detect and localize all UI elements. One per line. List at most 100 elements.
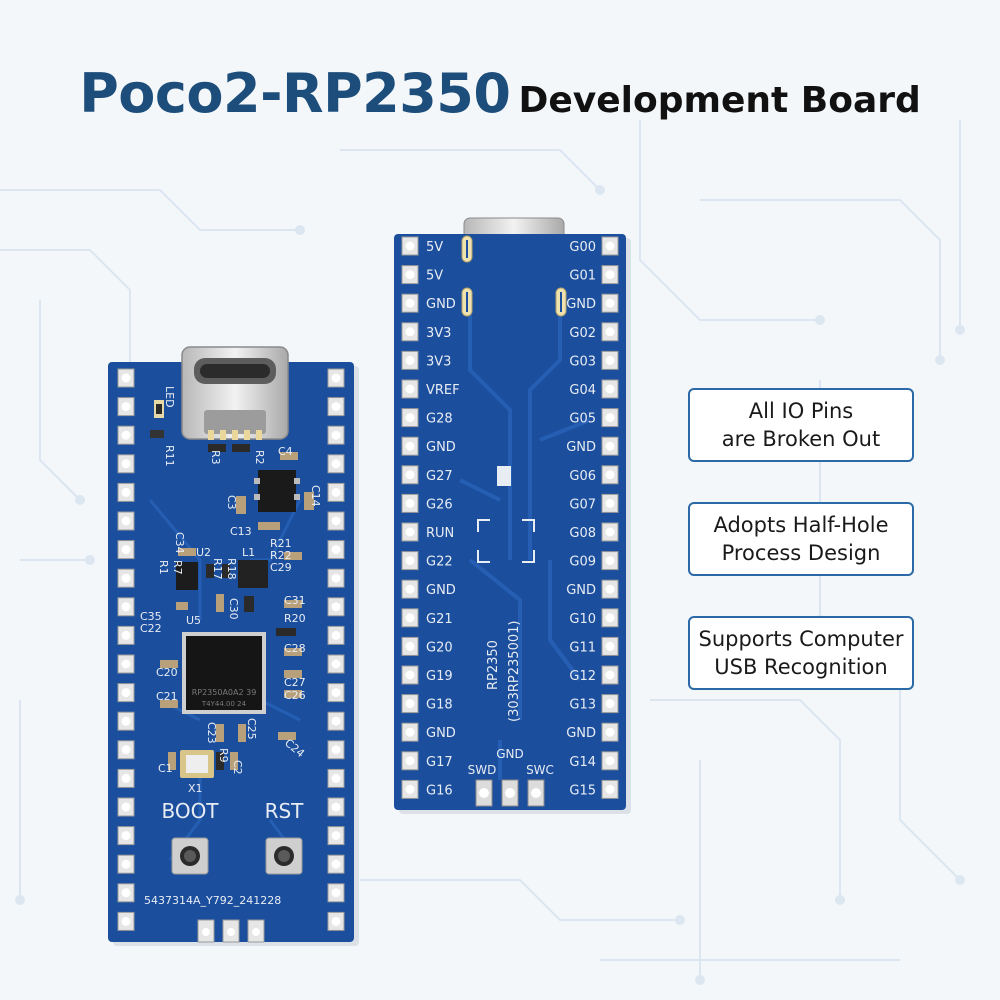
silk-r20: R20 (284, 612, 306, 625)
callout-2-line-2: Process Design (721, 541, 881, 565)
callout-1-line-2: are Broken Out (721, 427, 881, 451)
silk-c2: C2 (231, 760, 244, 775)
front-right-pad-hole (331, 831, 341, 841)
front-right-pad-hole (331, 602, 341, 612)
debug-swc-label: SWC (526, 763, 554, 777)
title-main: Poco2-RP2350 (79, 62, 511, 125)
back-right-pad-hole (605, 556, 615, 566)
front-right-pad-hole (331, 373, 341, 383)
silk-c23: C23 (205, 722, 218, 744)
front-left-pad-hole (121, 745, 131, 755)
back-left-pin-label: 3V3 (426, 326, 451, 341)
back-right-pin-label: GND (566, 440, 596, 455)
back-left-pin-label: GND (426, 297, 456, 312)
silk-c1: C1 (158, 762, 173, 775)
back-left-pin-label: G19 (426, 669, 453, 684)
back-right-pad-hole (605, 498, 615, 508)
back-left-pin-label: GND (426, 726, 456, 741)
silk-l1: L1 (242, 546, 255, 559)
front-left-pad-hole (121, 659, 131, 669)
front-debug-pad-hole (252, 928, 260, 936)
chip-marking-1: RP2350A0A2 39 (192, 688, 257, 697)
back-left-pin-label: G16 (426, 783, 453, 798)
front-left-pad-hole (121, 916, 131, 926)
back-left-pin-label: 5V (426, 269, 443, 284)
silk-r3: R3 (209, 450, 222, 465)
front-right-pad-hole (331, 573, 341, 583)
back-right-pin-label: G07 (569, 497, 596, 512)
back-left-pad-hole (405, 298, 415, 308)
front-usb-c-connector (181, 346, 289, 440)
silk-r21: R21 (270, 537, 292, 550)
front-rp2350-chip: RP2350A0A2 39 T4Y44.00 24 (182, 632, 266, 714)
silk-serial: 5437314A_Y792_241228 (144, 894, 281, 907)
silk-c35: C35 (140, 610, 162, 623)
back-left-pin-label: RUN (426, 526, 454, 541)
callout-3-line-2: USB Recognition (714, 655, 888, 679)
back-left-pin-label: 3V3 (426, 354, 451, 369)
front-left-pad-hole (121, 373, 131, 383)
silk-r9: R9 (217, 748, 230, 763)
back-right-pin-label: G09 (569, 555, 596, 570)
back-left-pad-hole (405, 384, 415, 394)
silk-rst: RST (265, 799, 305, 823)
front-board: RP2350A0A2 39 T4Y44.00 24 LED R11 R3 R2 … (108, 346, 359, 946)
front-right-pad-hole (331, 859, 341, 869)
silk-x1: X1 (188, 782, 203, 795)
callout-usb-recognition: Supports Computer USB Recognition (688, 616, 914, 690)
back-left-pin-label: VREF (426, 383, 460, 398)
back-left-pin-label: G22 (426, 555, 453, 570)
back-right-pin-label: G08 (569, 526, 596, 541)
back-right-pin-label: G05 (569, 412, 596, 427)
back-left-pin-label: G28 (426, 412, 453, 427)
front-right-pad-hole (331, 888, 341, 898)
back-left-pad-hole (405, 699, 415, 709)
front-right-pad-hole (331, 487, 341, 497)
front-left-pad-hole (121, 573, 131, 583)
front-left-pad-hole (121, 459, 131, 469)
front-smd-components (150, 400, 314, 770)
back-right-pin-label: GND (566, 297, 596, 312)
back-right-pad-hole (605, 327, 615, 337)
silk-c31: C31 (284, 594, 306, 607)
debug-header (475, 779, 545, 807)
front-right-pad-hole (331, 802, 341, 812)
front-left-pad-hole (121, 888, 131, 898)
back-right-pad-hole (605, 670, 615, 680)
front-left-pad-hole (121, 802, 131, 812)
back-left-pad-hole (405, 270, 415, 280)
front-left-pad-hole (121, 545, 131, 555)
front-left-pad-hole (121, 716, 131, 726)
front-left-pad-hole (121, 859, 131, 869)
front-left-pad-hole (121, 430, 131, 440)
silk-c27: C27 (284, 676, 306, 689)
silk-c14: C14 (309, 485, 322, 507)
silk-c3: C3 (225, 495, 238, 510)
back-left-pad-hole (405, 613, 415, 623)
back-left-pad-hole (405, 556, 415, 566)
back-right-pin-label: GND (566, 726, 596, 741)
boot-button (171, 837, 209, 875)
back-chip-code: (303RP235001) (507, 621, 522, 722)
back-right-pad-hole (605, 241, 615, 251)
back-right-pad-hole (605, 613, 615, 623)
silk-r18: R18 (225, 558, 238, 580)
debug-swd-label: SWD (468, 763, 497, 777)
silk-r22: R22 (270, 549, 292, 562)
back-left-pad-hole (405, 727, 415, 737)
back-left-pin-label: G26 (426, 497, 453, 512)
back-left-pin-label: G20 (426, 640, 453, 655)
back-left-pin-label: 5V (426, 240, 443, 255)
back-right-pin-label: G01 (569, 269, 596, 284)
back-right-pin-label: G06 (569, 469, 596, 484)
back-right-pad-hole (605, 413, 615, 423)
back-left-pin-label: G17 (426, 755, 453, 770)
back-left-pad-hole (405, 641, 415, 651)
back-right-pin-label: G10 (569, 612, 596, 627)
back-left-pin-label: G21 (426, 612, 453, 627)
front-left-pad-hole (121, 487, 131, 497)
back-right-pad-hole (605, 756, 615, 766)
silk-c20: C20 (156, 666, 178, 679)
callout-2-line-1: Adopts Half-Hole (713, 513, 889, 537)
